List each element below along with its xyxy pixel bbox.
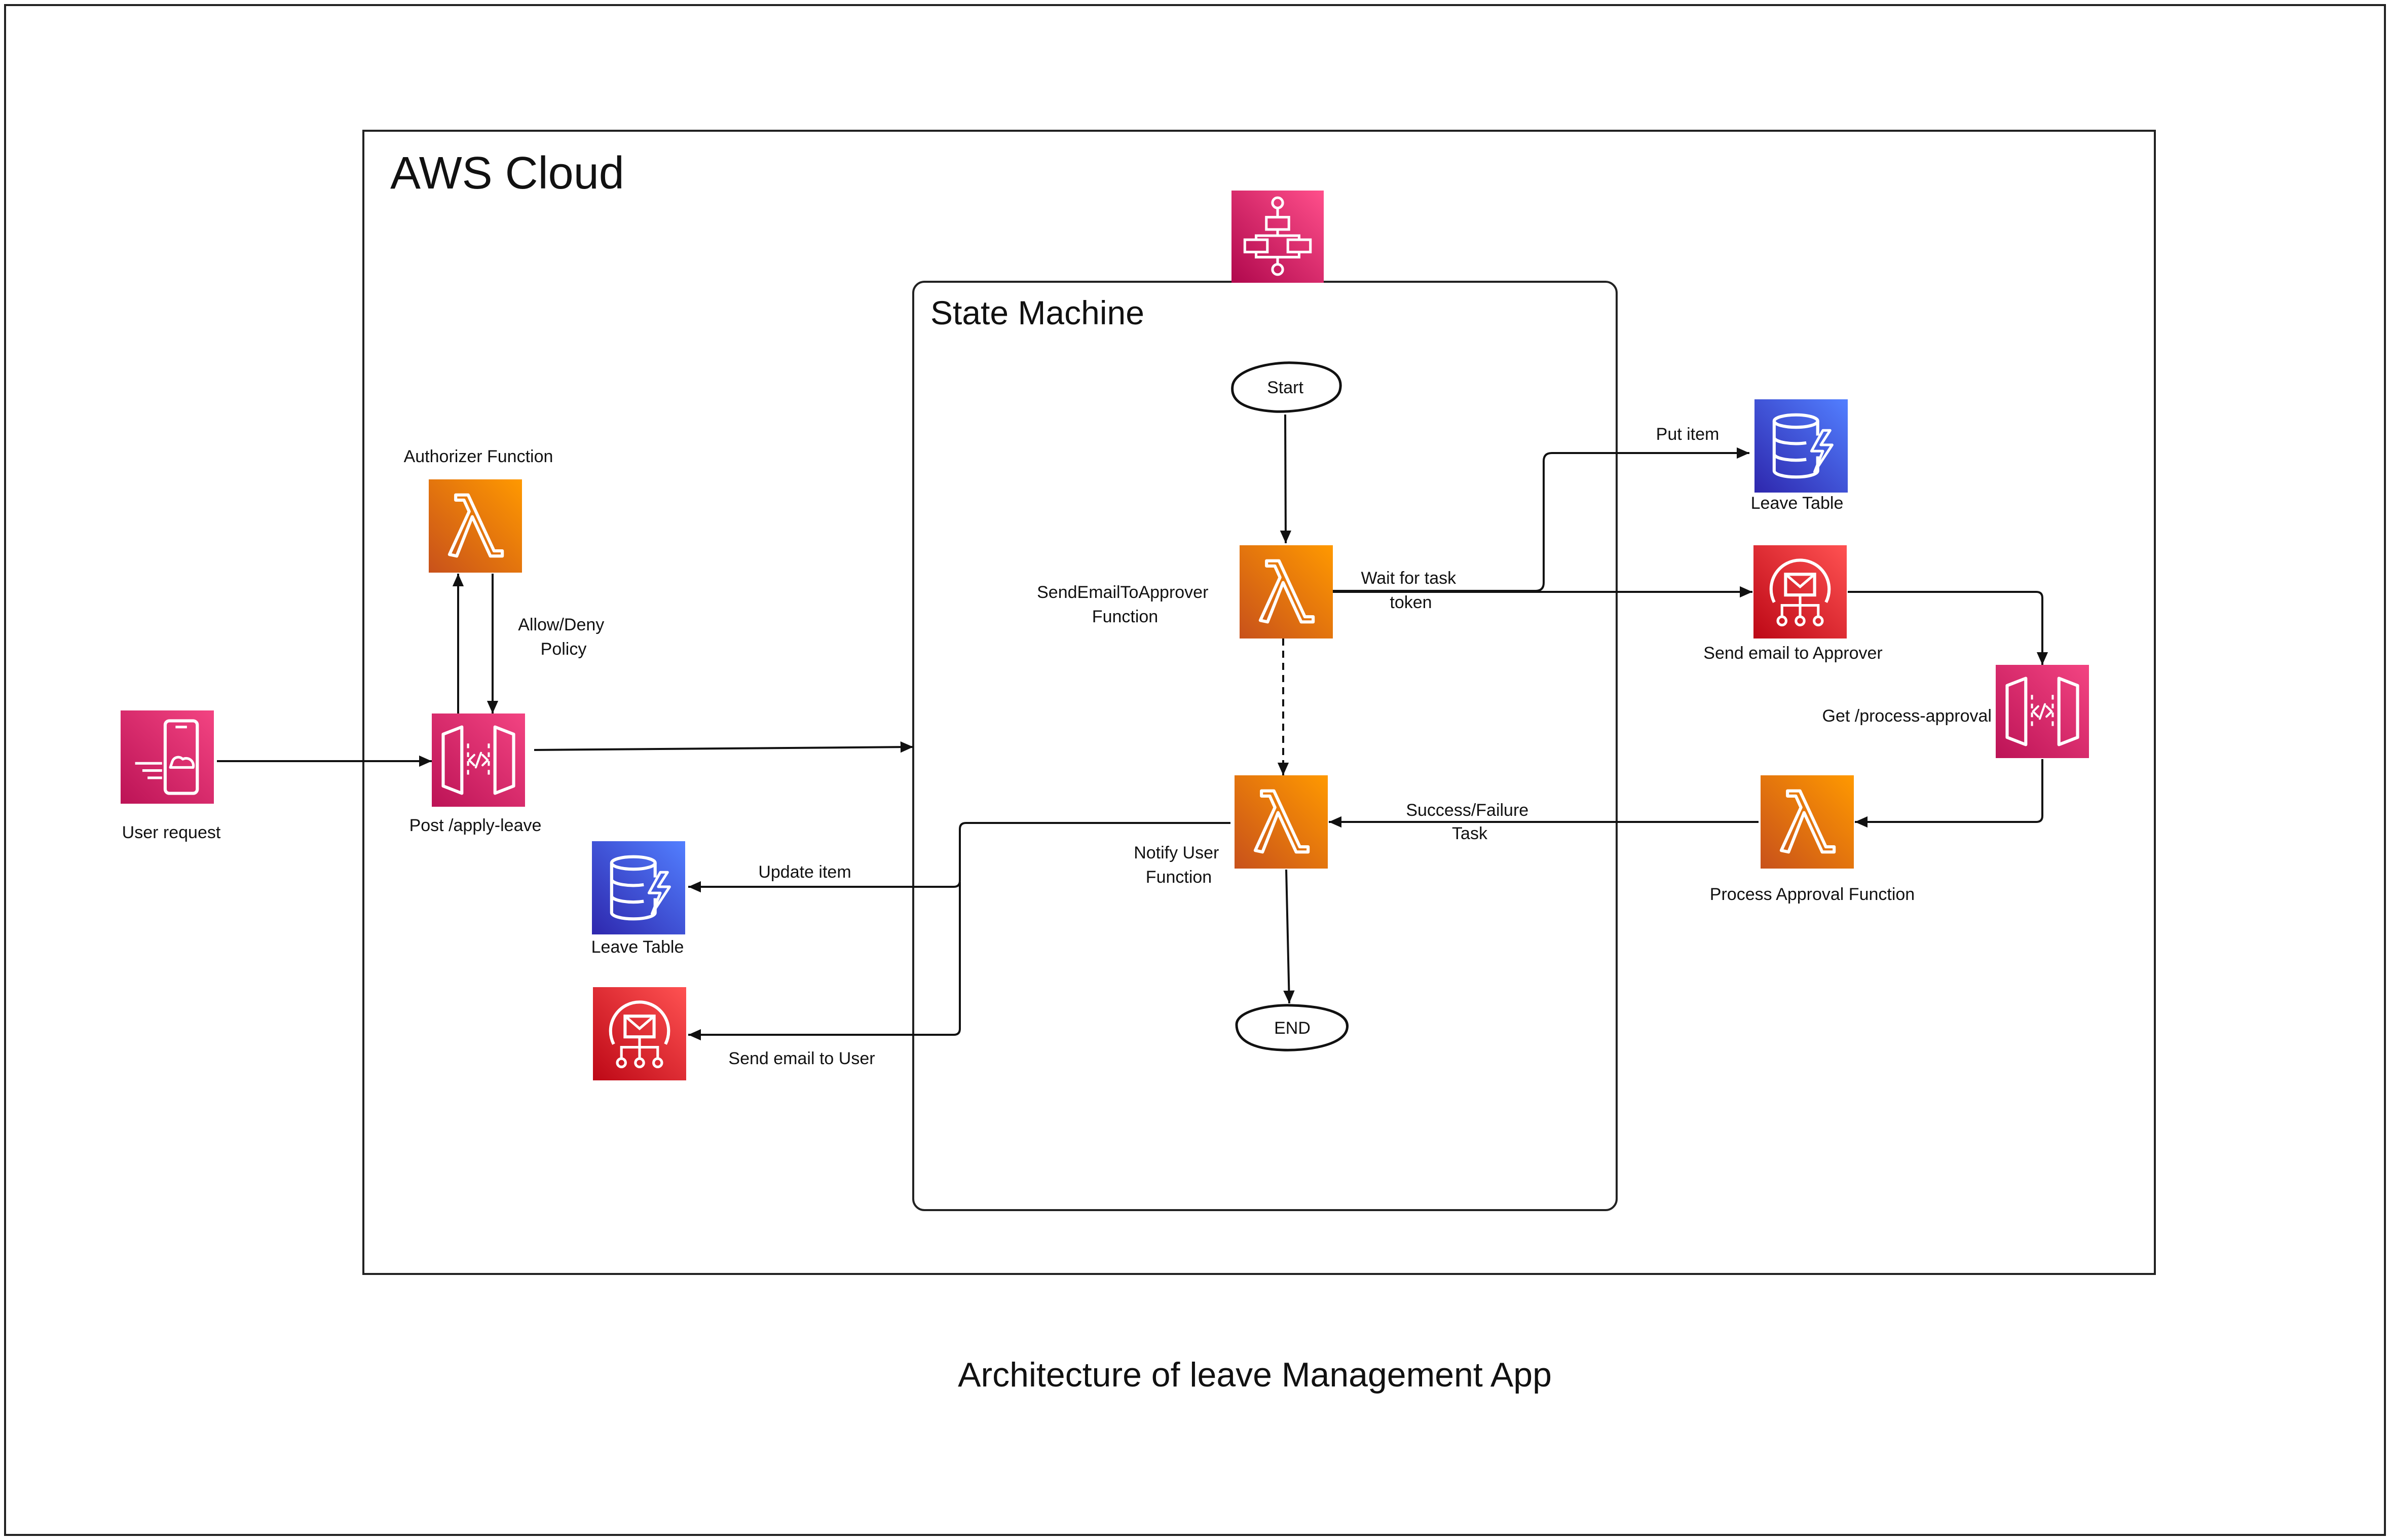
aws-cloud-container: AWS Cloud xyxy=(362,130,2156,1275)
edge-label-put-item: Put item xyxy=(1656,425,1720,444)
api-gateway-icon xyxy=(1996,665,2089,758)
edge-label-allow-deny: Allow/Deny Policy xyxy=(518,615,609,659)
send-email-fn-label: SendEmailToApprover Function xyxy=(1037,583,1213,626)
edge-label-wait-token: Wait for task token xyxy=(1361,569,1461,612)
step-functions-icon xyxy=(1231,191,1324,283)
node-api-process-approval[interactable]: Get /process-approval xyxy=(1822,665,2089,758)
edge-ses-to-api-process xyxy=(1848,591,2048,665)
aws-cloud-title: AWS Cloud xyxy=(390,148,624,199)
authorizer-label: Authorizer Function xyxy=(404,447,553,466)
leave-table-left-label: Leave Table xyxy=(591,937,684,957)
state-machine-title: State Machine xyxy=(930,294,1144,331)
node-api-apply-leave[interactable]: Post /apply-leave xyxy=(409,713,542,835)
send-email-fn-line2: Function xyxy=(1092,607,1158,626)
user-request-label: User request xyxy=(122,823,221,842)
edge-notify-to-end xyxy=(1283,869,1295,1004)
edge-label-send-email-user: Send email to User xyxy=(728,1049,875,1068)
ses-approver-label: Send email to Approver xyxy=(1703,644,1882,663)
ses-email-icon xyxy=(1753,545,1847,638)
lambda-icon xyxy=(1235,775,1328,869)
edge-send-to-leave-table xyxy=(1333,447,1749,592)
node-send-email-function[interactable]: SendEmailToApprover Function xyxy=(1037,545,1333,638)
node-leave-table-right[interactable]: Leave Table xyxy=(1751,399,1848,513)
node-ses-approver[interactable]: Send email to Approver xyxy=(1703,545,1883,663)
edge-notify-to-ses-user xyxy=(688,882,961,1041)
edge-api-to-state-machine xyxy=(534,741,914,753)
lambda-icon xyxy=(1761,775,1854,869)
send-email-fn-line1: SendEmailToApprover xyxy=(1037,583,1208,602)
edge-notify-to-leave-table xyxy=(688,822,1230,893)
api-apply-label: Post /apply-leave xyxy=(409,816,542,835)
wait-token-line1: Wait for task xyxy=(1361,569,1457,588)
notify-fn-line2: Function xyxy=(1146,868,1212,887)
node-leave-table-left[interactable]: Leave Table xyxy=(591,841,685,957)
edge-api-process-to-process-fn xyxy=(1855,759,2043,828)
notify-fn-label: Notify User Function xyxy=(1134,843,1224,887)
api-process-label: Get /process-approval xyxy=(1822,706,1992,726)
edge-label-update-item: Update item xyxy=(758,862,851,882)
process-fn-label: Process Approval Function xyxy=(1710,885,1915,904)
node-notify-user-function[interactable]: Notify User Function xyxy=(1134,775,1328,887)
edge-label-success-failure: Success/Failure Task xyxy=(1406,801,1533,843)
success-failure-line2: Task xyxy=(1452,824,1488,843)
ses-email-icon xyxy=(593,987,686,1080)
node-user-request[interactable]: User request xyxy=(121,710,221,842)
success-failure-line1: Success/Failure xyxy=(1406,801,1528,820)
start-label: Start xyxy=(1267,378,1303,397)
page-frame xyxy=(4,4,2386,1536)
edges xyxy=(217,414,2048,1041)
node-process-approval-function[interactable]: Process Approval Function xyxy=(1710,775,1915,904)
node-end[interactable]: END xyxy=(1235,1004,1349,1051)
node-start[interactable]: Start xyxy=(1231,361,1342,413)
diagram-caption: Architecture of leave Management App xyxy=(958,1356,1552,1394)
edge-start-to-send-email xyxy=(1280,414,1292,544)
lambda-icon xyxy=(1240,545,1333,638)
leave-table-right-label: Leave Table xyxy=(1751,494,1844,513)
node-ses-user[interactable] xyxy=(593,987,686,1080)
api-gateway-icon xyxy=(432,713,525,807)
notify-fn-line1: Notify User xyxy=(1134,843,1219,862)
lambda-icon xyxy=(429,479,522,573)
mobile-client-icon xyxy=(121,710,214,804)
allow-deny-line2: Policy xyxy=(541,640,587,659)
node-authorizer-function[interactable]: Authorizer Function xyxy=(404,447,553,573)
allow-deny-line1: Allow/Deny xyxy=(518,615,604,634)
wait-token-line2: token xyxy=(1390,593,1432,612)
dynamodb-icon xyxy=(592,841,685,934)
end-label: END xyxy=(1274,1019,1311,1038)
dynamodb-icon xyxy=(1754,399,1848,493)
